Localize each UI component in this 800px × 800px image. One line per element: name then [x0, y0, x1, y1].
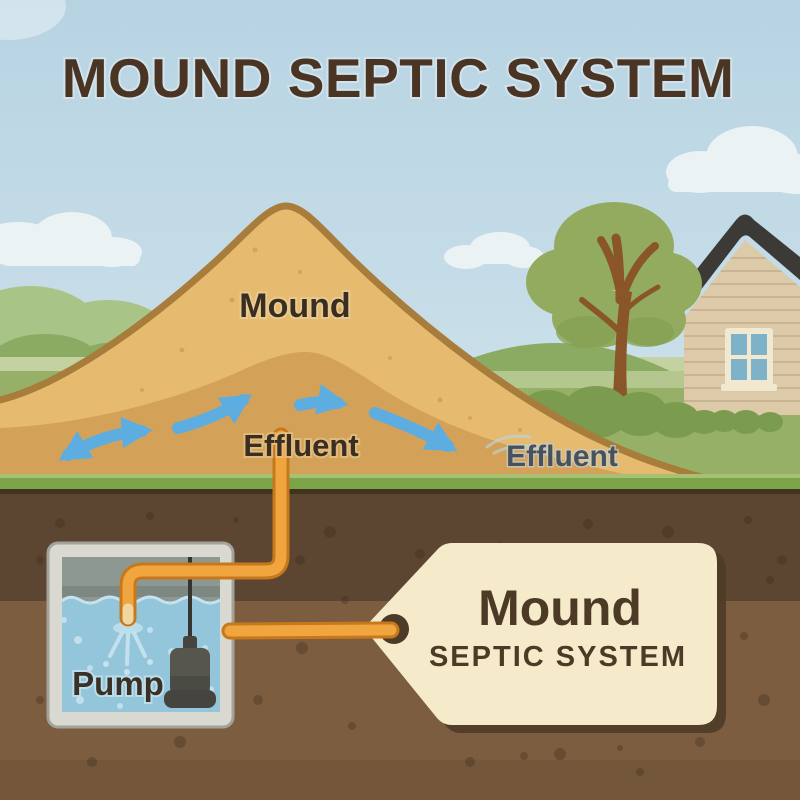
effluent-label-left: Effluent	[243, 428, 358, 463]
cloud-left	[0, 212, 142, 267]
flow-arrow-up-right-icon	[172, 394, 253, 434]
flow-arrow-double-icon	[58, 417, 153, 461]
tank-waterline-shadow	[62, 586, 220, 597]
tree-canopy	[526, 202, 702, 348]
effluent-flow-arrows	[58, 383, 458, 461]
cloud-center	[444, 232, 544, 269]
foreground-grass	[0, 474, 800, 495]
flow-arrow-ghost-icon	[485, 434, 534, 455]
mound	[0, 202, 712, 494]
flow-arrow-down-right-icon	[369, 407, 458, 452]
pump-spray	[103, 622, 153, 675]
window	[721, 328, 777, 391]
mound-label: Mound	[239, 287, 350, 325]
house-siding	[684, 257, 800, 402]
tree-trunk	[579, 233, 661, 410]
cloud-top-left	[0, 0, 66, 40]
tree	[526, 202, 702, 410]
tag-title: Mound	[478, 580, 642, 636]
tag-body	[364, 543, 717, 725]
mound-inner-layer	[0, 352, 692, 494]
hill-right	[440, 343, 672, 372]
tank-to-tag-pipe	[221, 621, 400, 640]
page-title: MOUND SEPTIC SYSTEM	[62, 47, 735, 109]
water-surface	[61, 595, 221, 605]
flow-arrow-right-icon	[294, 383, 349, 415]
pump-label: Pump	[72, 665, 164, 702]
pump-unit	[164, 636, 216, 708]
soil-speckles	[36, 512, 787, 776]
tag-label	[364, 543, 726, 733]
pump-tank	[46, 541, 235, 729]
mound-outline	[0, 202, 712, 483]
effluent-label-right: Effluent	[506, 440, 618, 473]
tag-subtitle: SEPTIC SYSTEM	[429, 641, 687, 673]
window-sill	[721, 384, 777, 391]
effluent-riser-pipe	[119, 427, 290, 627]
cloud-right	[666, 126, 800, 194]
